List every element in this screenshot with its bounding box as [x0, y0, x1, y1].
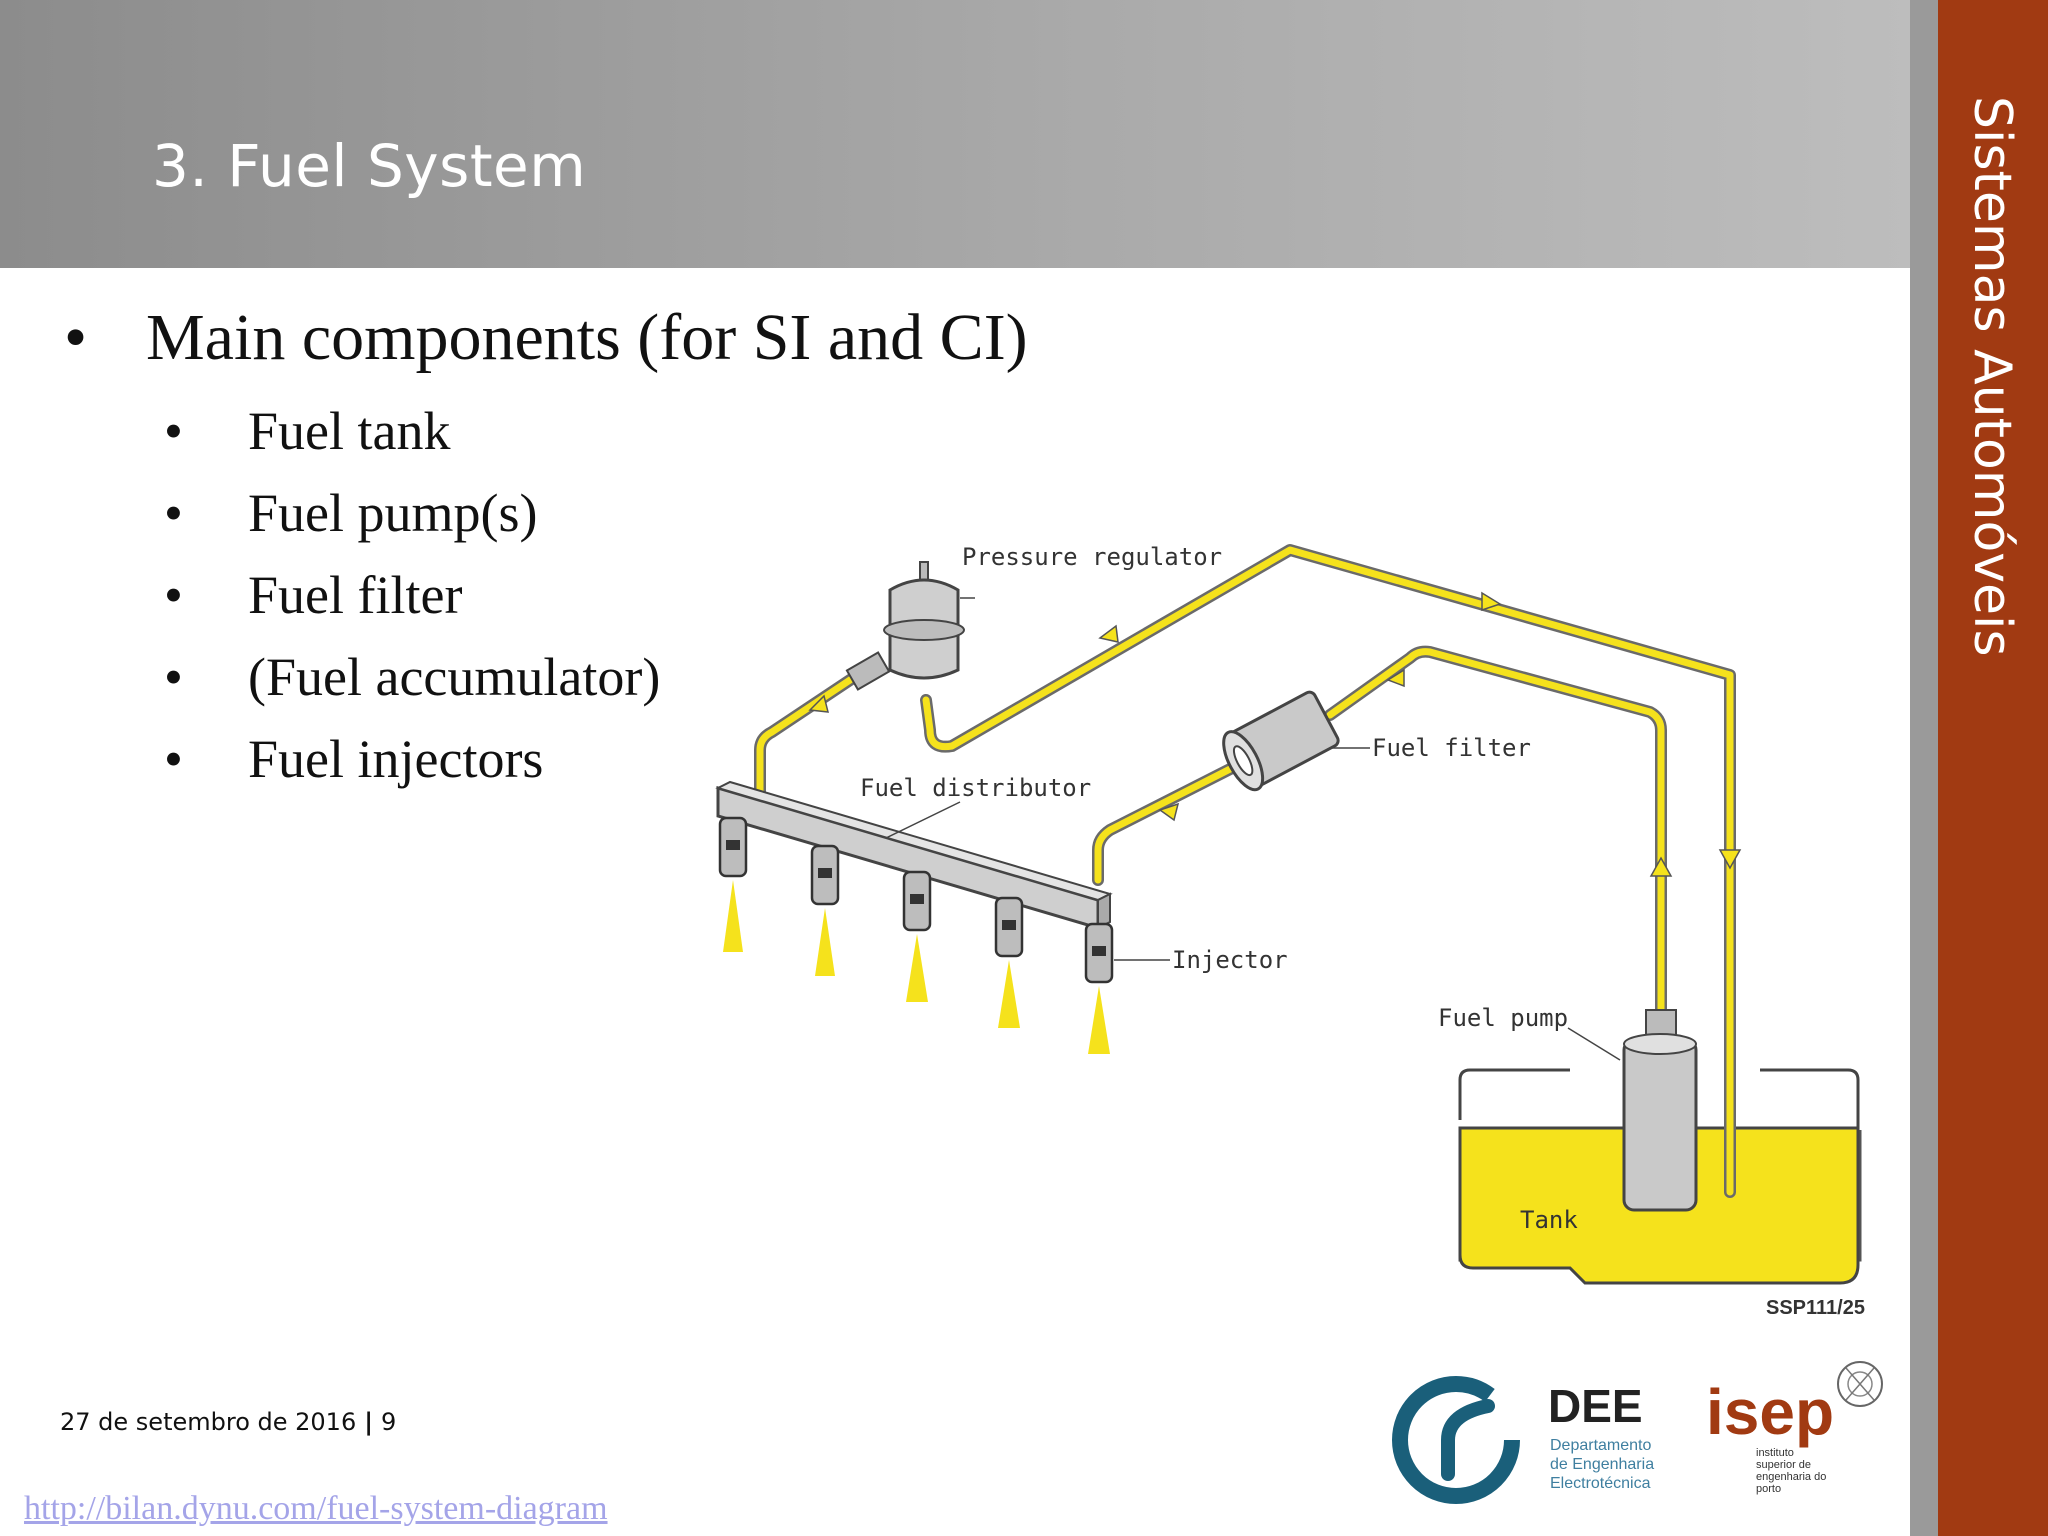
list-item-text: Fuel injectors	[248, 729, 544, 789]
side-band	[1938, 0, 2048, 1536]
fuel-distributor-label: Fuel distributor	[860, 774, 1091, 802]
footer-date: 27 de setembro de 2016	[60, 1408, 357, 1436]
isep-line1: instituto	[1756, 1447, 1794, 1459]
isep-acronym: isep	[1706, 1376, 1834, 1448]
injector	[994, 896, 1024, 1028]
dee-logo: DEE Departamento de Engenharia Electroté…	[1392, 1376, 1654, 1504]
injector	[902, 870, 932, 1002]
injector	[1084, 922, 1114, 1054]
list-item-text: (Fuel accumulator)	[248, 647, 661, 707]
diagram-code: SSP111/25	[1766, 1297, 1865, 1319]
fuel-pump: Fuel pump	[1438, 1004, 1698, 1212]
injector	[718, 816, 748, 952]
pressure-regulator-label: Pressure regulator	[962, 543, 1222, 571]
isep-logo: isep instituto superior de engenharia do…	[1706, 1361, 1883, 1495]
fuel-pump-label: Fuel pump	[1438, 1004, 1568, 1032]
list-item: •Fuel injectors	[164, 729, 544, 789]
main-bullet: • Main components (for SI and CI)	[64, 300, 1028, 376]
dee-line2: de Engenharia	[1550, 1456, 1654, 1473]
component-list: •Fuel tank •Fuel pump(s) •Fuel filter •(…	[164, 396, 660, 806]
source-link[interactable]: http://bilan.dynu.com/fuel-system-diagra…	[24, 1490, 608, 1527]
fuel-filter-label: Fuel filter	[1372, 734, 1531, 762]
injectors: Injector	[718, 816, 1288, 1054]
list-item: •Fuel filter	[164, 565, 463, 625]
fuel-filter: Fuel filter	[1222, 690, 1531, 792]
pressure-regulator: Pressure regulator	[845, 543, 1222, 691]
header-bar: 3. Fuel System	[0, 0, 1910, 268]
dee-line1: Departamento	[1550, 1437, 1651, 1454]
list-item: •Fuel pump(s)	[164, 483, 538, 543]
footer: 27 de setembro de 2016|9	[60, 1408, 396, 1436]
bullet-dot: •	[64, 301, 88, 374]
injector	[810, 844, 840, 976]
main-bullet-text: Main components (for SI and CI)	[146, 301, 1028, 374]
isep-line3: engenharia do	[1756, 1471, 1826, 1483]
list-item: •(Fuel accumulator)	[164, 647, 661, 707]
fuel-system-diagram: Tank Pressure regulator Fuel filter	[715, 543, 1865, 1319]
injector-label: Injector	[1172, 946, 1288, 974]
fuel-distributor: Fuel distributor	[715, 774, 1113, 931]
tank-label: Tank	[1520, 1206, 1578, 1234]
vertical-title: Sistemas Automóveis	[1962, 96, 2022, 657]
isep-line4: porto	[1756, 1483, 1781, 1495]
page-number: 9	[380, 1408, 397, 1436]
isep-line2: superior de	[1756, 1459, 1811, 1471]
list-item: •Fuel tank	[164, 401, 451, 461]
list-item-text: Fuel filter	[248, 565, 463, 625]
footer-separator: |	[364, 1408, 373, 1436]
dee-line3: Electrotécnica	[1550, 1475, 1651, 1492]
dee-acronym: DEE	[1548, 1380, 1643, 1432]
list-item-text: Fuel pump(s)	[248, 483, 538, 543]
list-item-text: Fuel tank	[248, 401, 451, 461]
fuel-lines	[754, 544, 1736, 1198]
side-divider	[1910, 0, 1938, 1536]
flow-arrows	[808, 591, 1742, 877]
slide-title: 3. Fuel System	[152, 132, 587, 200]
